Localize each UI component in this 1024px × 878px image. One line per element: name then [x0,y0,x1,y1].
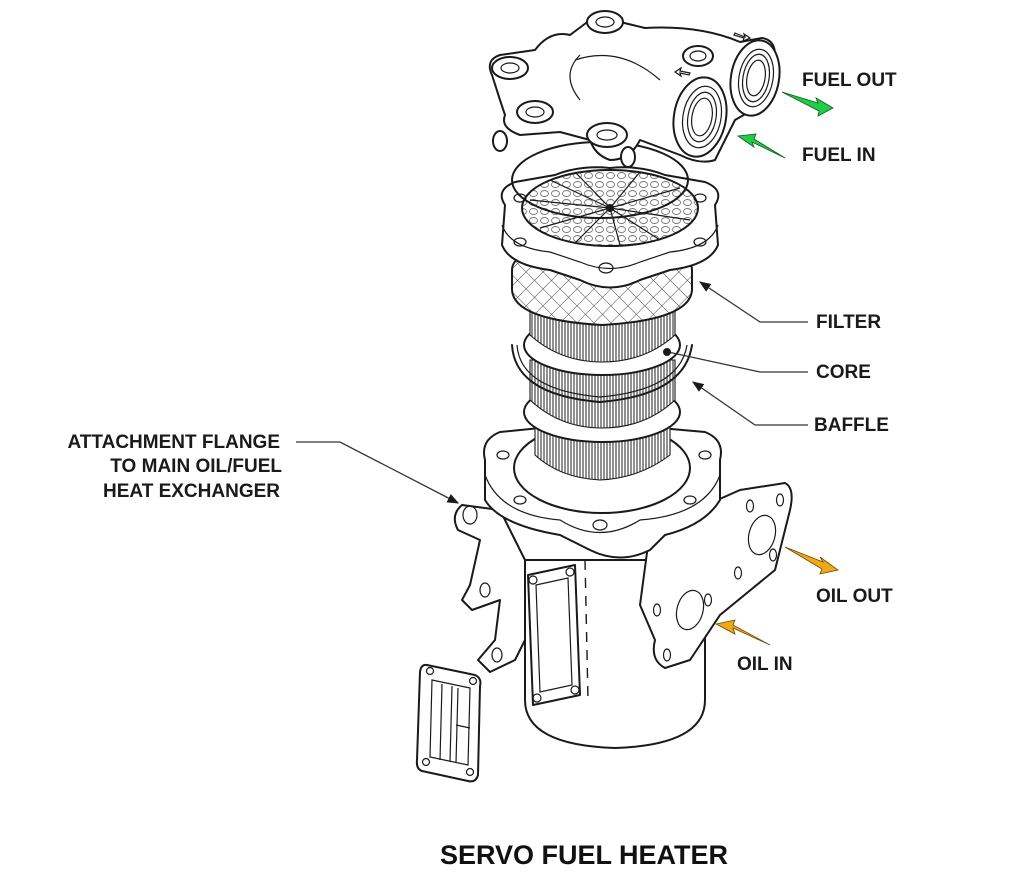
label-fuel-in: FUEL IN [802,145,876,166]
core-leader [667,351,808,373]
fuel-out-arrow-icon [781,91,834,117]
top-plate [500,141,720,289]
label-baffle: BAFFLE [814,415,889,436]
cover-plate [415,663,482,783]
oil-in-arrow-icon [714,619,771,646]
label-fuel-out: FUEL OUT [802,70,897,91]
label-oil-in: OIL IN [737,654,793,675]
label-oil-out: OIL OUT [816,586,893,607]
label-attachment-flange-line1: ATTACHMENT FLANGE [68,432,281,453]
manifold-cover [488,10,781,168]
baffle-ring [511,344,693,403]
fuel-in-arrow-icon [736,133,786,159]
filter-leader [699,281,808,323]
oil-out-arrow-icon [784,546,839,575]
label-attachment-flange-line3: HEAT EXCHANGER [103,481,280,502]
flow-direction-in-icon [673,66,691,78]
core-leader-dot [663,348,671,356]
access-port-frame [527,564,581,706]
baffle-leader [692,381,808,426]
flow-direction-out-icon [733,32,752,43]
diagram-title: SERVO FUEL HEATER [440,840,728,870]
label-attachment-flange-line2: TO MAIN OIL/FUEL [110,456,282,477]
label-core: CORE [816,362,871,383]
label-filter: FILTER [816,312,881,333]
attachment-flange-leader [296,441,460,504]
